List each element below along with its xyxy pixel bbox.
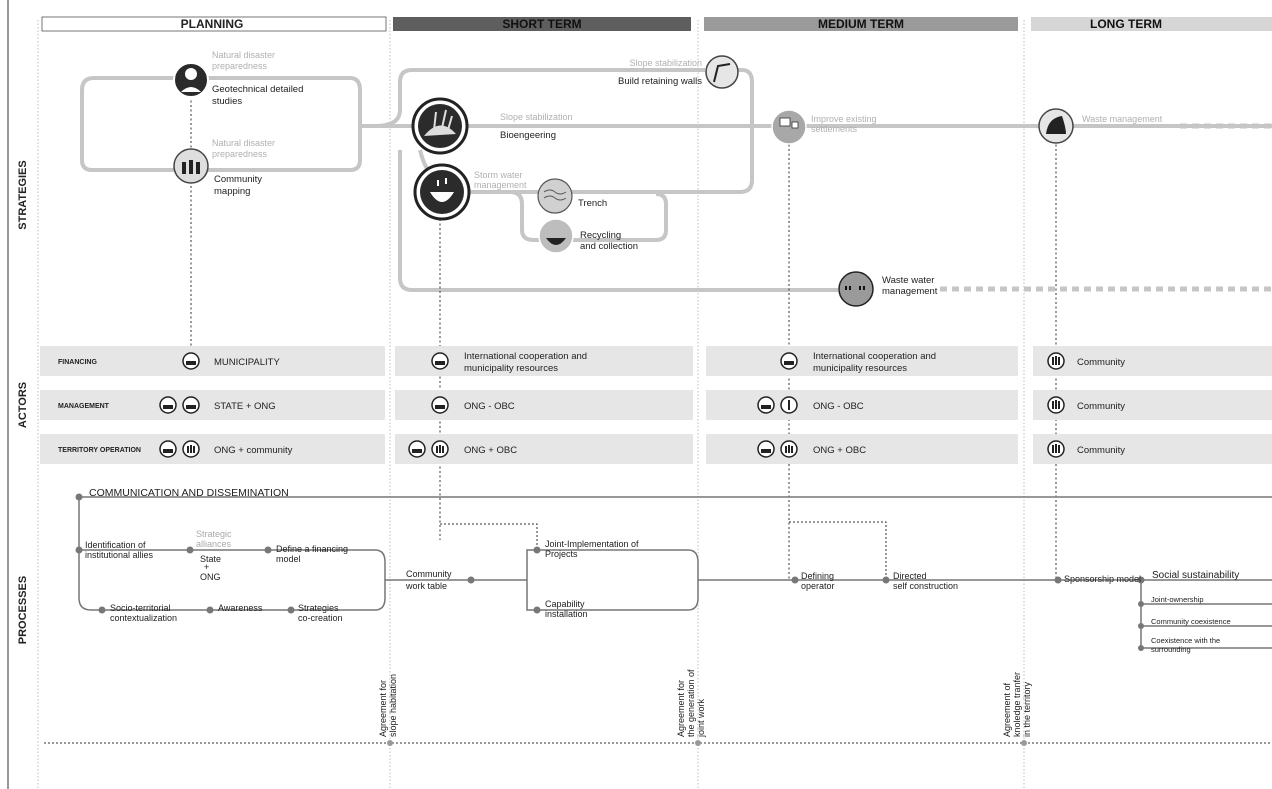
actor-management-label: MANAGEMENT bbox=[58, 403, 110, 410]
communication-label: COMMUNICATION AND DISSEMINATION bbox=[89, 487, 289, 499]
social-label: Social sustainability bbox=[1152, 570, 1239, 581]
agreement-knowledge-label: Agreement ofknoledge tranferin the terri… bbox=[1002, 672, 1032, 737]
joint-ownership-label: Joint-ownership bbox=[1151, 595, 1204, 604]
actor-territory-label: TERRITORY OPERATION bbox=[58, 447, 141, 454]
long-management: Community bbox=[1077, 401, 1125, 412]
short-territory: ONG + OBC bbox=[464, 445, 517, 456]
short-management: ONG - OBC bbox=[464, 401, 515, 412]
walls-label: Build retaining walls bbox=[618, 76, 702, 87]
bio-label: Bioengeering bbox=[500, 130, 556, 141]
phase-medium-term-label: MEDIUM TERM bbox=[818, 17, 904, 31]
long-financing: Community bbox=[1077, 357, 1125, 368]
trench-label: Trench bbox=[578, 198, 607, 209]
section-strategies-label: STRATEGIES bbox=[17, 160, 29, 229]
phase-header-short-term bbox=[393, 17, 691, 31]
recycling-icon bbox=[538, 218, 574, 254]
planning-management: STATE + ONG bbox=[214, 401, 276, 412]
agreement-slope-label: Agreement forslope habitation bbox=[378, 674, 398, 737]
phase-header-long-term bbox=[1031, 17, 1272, 31]
planning-financing: MUNICIPALITY bbox=[214, 357, 280, 368]
bio-category: Slope stabilization bbox=[500, 112, 573, 122]
medium-management: ONG - OBC bbox=[813, 401, 864, 412]
phase-dividers bbox=[37, 20, 1025, 789]
process-nodes bbox=[75, 493, 1145, 651]
planning-territory: ONG + community bbox=[214, 445, 293, 456]
waste-water-icon bbox=[838, 271, 874, 307]
coexistence-label: Community coexistence bbox=[1151, 617, 1231, 626]
long-territory: Community bbox=[1077, 445, 1125, 456]
phase-short-term-label: SHORT TERM bbox=[502, 17, 581, 31]
strategy-paths bbox=[80, 68, 1272, 292]
waste-label: Waste management bbox=[1082, 114, 1163, 124]
phase-header-planning bbox=[41, 16, 387, 32]
medium-territory: ONG + OBC bbox=[813, 445, 866, 456]
process-paths bbox=[78, 496, 1272, 649]
phase-header-medium-term bbox=[704, 17, 1018, 31]
actor-connectors bbox=[190, 96, 1057, 580]
sponsorship-label: Sponsorship model bbox=[1064, 574, 1141, 584]
section-actors-label: ACTORS bbox=[17, 382, 29, 428]
retaining-walls-icon bbox=[705, 55, 739, 89]
improve-settlements-icon bbox=[771, 109, 807, 145]
trench-icon bbox=[537, 178, 573, 214]
awareness-label: Awareness bbox=[218, 603, 263, 613]
section-processes-label: PROCESSES bbox=[17, 576, 29, 644]
agreement-joint-work-label: Agreement forthe generation ofjoint work bbox=[676, 669, 706, 738]
walls-category: Slope stabilization bbox=[629, 58, 702, 68]
state-ong-label: State+ONG bbox=[200, 554, 221, 582]
phase-long-term-label: LONG TERM bbox=[1090, 17, 1162, 31]
phase-planning-label: PLANNING bbox=[181, 17, 244, 31]
actor-financing-label: FINANCING bbox=[58, 359, 97, 366]
